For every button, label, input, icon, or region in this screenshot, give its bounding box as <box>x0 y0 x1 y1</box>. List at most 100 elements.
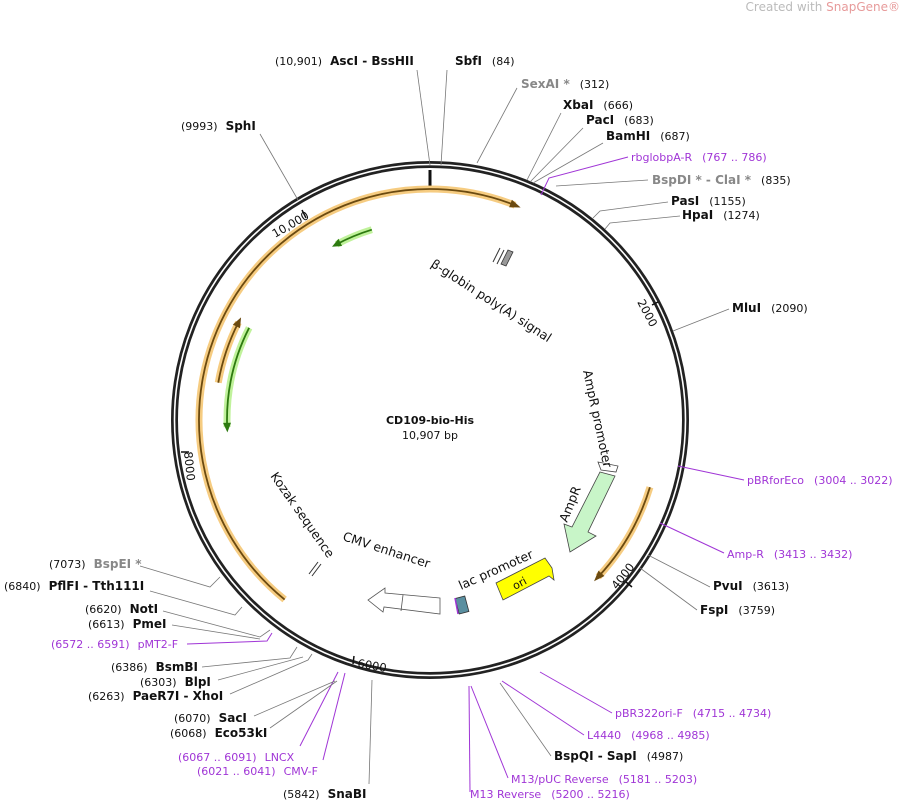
credit-brand: SnapGene® <box>826 0 900 14</box>
primer-label[interactable]: (6021 .. 6041)CMV-F <box>197 765 318 778</box>
restriction-site-label[interactable]: PacI(683) <box>586 113 654 127</box>
restriction-site-label[interactable]: BspQI - SapI(4987) <box>554 749 683 763</box>
site-position: (9993) <box>181 120 218 133</box>
svg-text:M13/pUC Reverse(5181 .. 5203): M13/pUC Reverse(5181 .. 5203) <box>511 773 697 786</box>
leader-line <box>501 680 585 736</box>
site-position: (6263) <box>88 690 125 703</box>
site-name: MluI <box>732 301 761 315</box>
restriction-site-label[interactable]: (6303)BlpI <box>140 675 211 689</box>
primer-name: Amp-R <box>727 548 764 561</box>
leader-line <box>659 522 725 554</box>
site-position: (4987) <box>647 750 684 763</box>
site-name: BsmBI <box>156 660 198 674</box>
bglobin-polya-label: β-globin poly(A) signal <box>428 256 554 345</box>
leader-line <box>526 112 562 181</box>
ori-arrow[interactable] <box>495 557 555 601</box>
primer-label[interactable]: (6572 .. 6591)pMT2-F <box>51 638 178 651</box>
restriction-site-label[interactable]: FspI(3759) <box>700 603 775 617</box>
primer-label[interactable]: Amp-R(3413 .. 3432) <box>727 548 852 561</box>
primer-label[interactable]: rbglobpA-R (767 .. 786) <box>631 151 767 164</box>
site-position: (7073) <box>49 558 86 571</box>
restriction-site-label[interactable]: SbfI(84) <box>455 54 515 68</box>
site-name: SphI <box>226 119 256 133</box>
svg-text:XbaI(666): XbaI(666) <box>563 98 633 112</box>
primer-name: CMV-F <box>284 765 318 778</box>
restriction-site-label[interactable]: (6613)PmeI <box>88 617 166 631</box>
restriction-site-label[interactable]: (6386)BsmBI <box>111 660 198 674</box>
primer-name: L4440 <box>587 729 621 742</box>
orange-feature-arc[interactable] <box>195 185 521 603</box>
restriction-site-label[interactable]: (5842)SnaBI <box>283 787 366 801</box>
primer-name: M13 Reverse <box>470 788 541 801</box>
snapgene-credit: Created with SnapGene® <box>746 0 900 14</box>
green-feature-arc[interactable] <box>332 226 373 248</box>
site-name: BspEI * <box>94 557 143 571</box>
site-name: SexAI * <box>521 77 570 91</box>
restriction-site-label[interactable]: MluI(2090) <box>732 301 808 315</box>
restriction-site-label[interactable]: (6068) Eco53kI <box>170 726 267 740</box>
cmv-enhancer-arrow[interactable] <box>367 587 441 615</box>
bglobin-polya-feature[interactable] <box>492 247 514 267</box>
site-name: Eco53kI <box>215 726 268 740</box>
orange-feature-arc[interactable] <box>594 486 654 582</box>
restriction-site-label[interactable]: SexAI *(312) <box>521 77 609 91</box>
leader-line <box>299 671 339 747</box>
primer-label[interactable]: L4440(4968 .. 4985) <box>587 729 710 742</box>
primer-label[interactable]: pBR322ori-F(4715 .. 4734) <box>615 707 771 720</box>
primer-label[interactable]: (6067 .. 6091)LNCX <box>178 751 295 764</box>
site-name: BspDI * - ClaI * <box>652 173 752 187</box>
lac-promoter-feature[interactable] <box>454 595 470 615</box>
svg-text:Amp-R(3413 .. 3432): Amp-R(3413 .. 3432) <box>727 548 852 561</box>
svg-text:(6572 .. 6591)pMT2-F: (6572 .. 6591)pMT2-F <box>51 638 178 651</box>
primer-label[interactable]: M13/pUC Reverse(5181 .. 5203) <box>511 773 697 786</box>
svg-text:SexAI *(312): SexAI *(312) <box>521 77 609 91</box>
kozak-feature[interactable] <box>308 561 322 577</box>
svg-text:(5842)SnaBI: (5842)SnaBI <box>283 787 366 801</box>
green-feature-arc[interactable] <box>223 326 253 433</box>
site-position: (835) <box>761 174 791 187</box>
primer-name: rbglobpA-R <box>631 151 692 164</box>
orange-feature-arc[interactable] <box>214 317 242 384</box>
restriction-site-label[interactable]: (6840)PflFI - Tth111I <box>4 579 144 593</box>
restriction-site-label[interactable]: (10,901)AscI - BssHII <box>275 54 414 68</box>
svg-text:FspI(3759): FspI(3759) <box>700 603 775 617</box>
credit-prefix: Created with <box>745 0 827 14</box>
restriction-site-label[interactable]: HpaI(1274) <box>682 208 760 222</box>
arrowhead-icon <box>332 238 343 247</box>
leader-line <box>499 682 552 757</box>
restriction-site-label[interactable]: BamHI(687) <box>606 129 690 143</box>
restriction-site-label[interactable]: PvuI(3613) <box>713 579 789 593</box>
site-name: FspI <box>700 603 728 617</box>
svg-text:pBRforEco(3004 .. 3022): pBRforEco(3004 .. 3022) <box>747 474 893 487</box>
site-position: (3613) <box>753 580 790 593</box>
svg-text:(6303)BlpI: (6303)BlpI <box>140 675 211 689</box>
svg-text:(6068)Eco53kI: (6068) Eco53kI <box>170 726 267 740</box>
primer-label[interactable]: M13 Reverse(5200 .. 5216) <box>470 788 630 801</box>
leader-line <box>470 685 509 779</box>
primer-range: (767 .. 786) <box>702 151 767 164</box>
restriction-site-label[interactable]: (7073) BspEI * <box>49 557 142 571</box>
restriction-site-label[interactable]: XbaI(666) <box>563 98 633 112</box>
primer-label[interactable]: pBRforEco(3004 .. 3022) <box>747 474 893 487</box>
leader-line <box>672 308 730 332</box>
restriction-site-label[interactable]: (6070)SacI <box>174 711 247 725</box>
ampr-arrow[interactable] <box>563 471 616 553</box>
site-position: (6068) <box>170 727 207 740</box>
restriction-site-label[interactable]: (6620)NotI <box>85 602 158 616</box>
site-position: (683) <box>624 114 654 127</box>
restriction-site-label[interactable]: PasI(1155) <box>671 194 746 208</box>
svg-text:6000: 6000 <box>356 656 387 675</box>
ori-label: ori <box>510 574 529 592</box>
restriction-site-label[interactable]: (6263)PaeR7I - XhoI <box>88 689 223 703</box>
leader-line <box>186 632 273 645</box>
restriction-site-label[interactable]: (9993) SphI <box>181 119 256 133</box>
leader-line <box>416 69 431 166</box>
svg-text:8000: 8000 <box>181 451 198 482</box>
ampr-promoter-arrow[interactable] <box>597 461 619 473</box>
svg-text:pBR322ori-F(4715 .. 4734): pBR322ori-F(4715 .. 4734) <box>615 707 771 720</box>
leader-line <box>539 671 613 714</box>
svg-text:BspQI - SapI(4987): BspQI - SapI(4987) <box>554 749 683 763</box>
site-name: NotI <box>130 602 159 616</box>
restriction-site-label[interactable]: BspDI * - ClaI * (835) <box>652 173 791 187</box>
